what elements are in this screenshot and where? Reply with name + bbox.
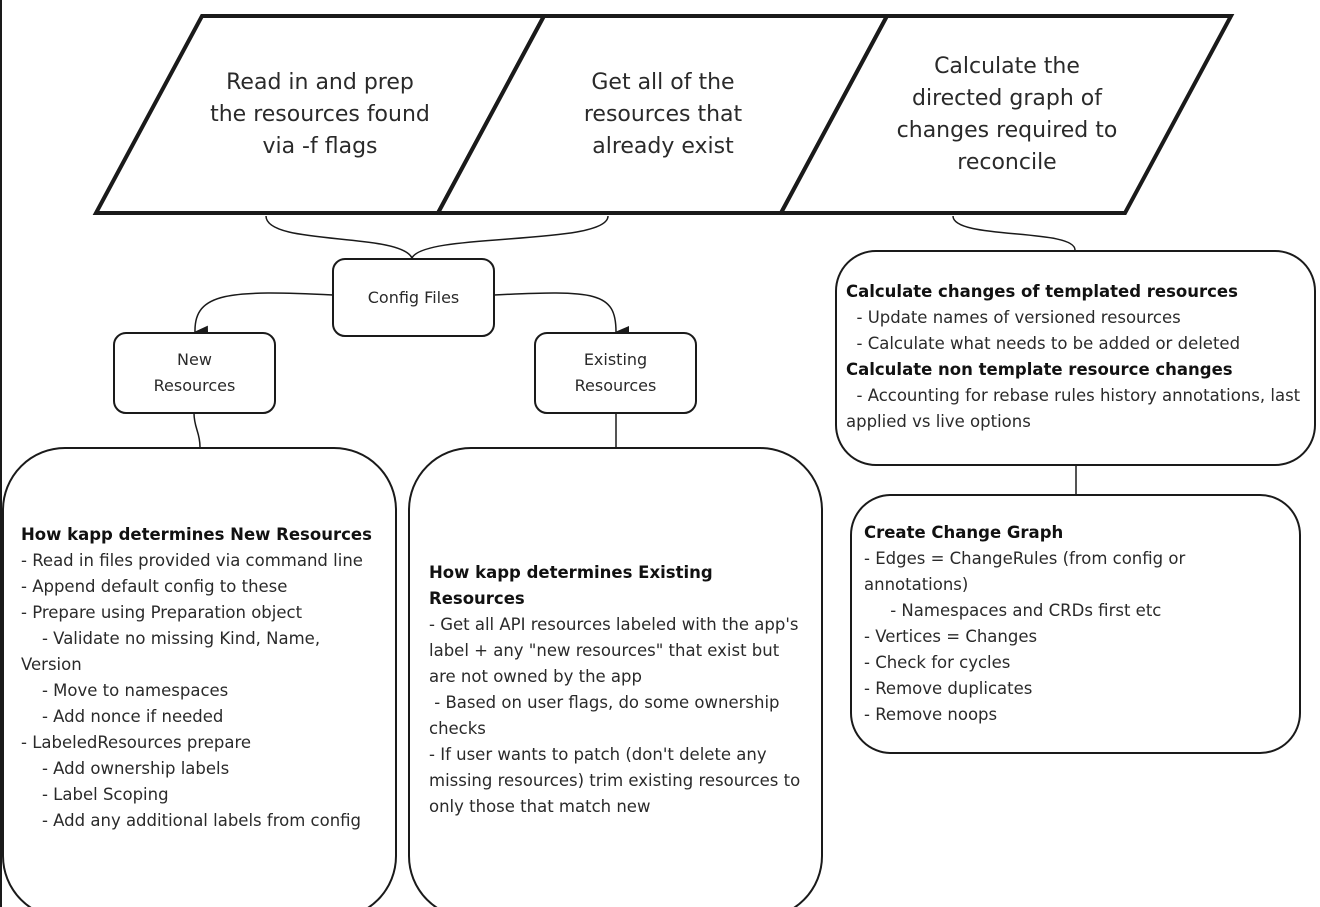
arrow-to-new-resources bbox=[194, 292, 334, 338]
existing-panel-line: - Get all API resources labeled with the… bbox=[429, 615, 804, 686]
new-panel-line: - Label Scoping bbox=[21, 785, 169, 804]
step-read-label: Read in and prep the resources found via… bbox=[180, 40, 460, 190]
calc-section-title: Calculate non template resource changes bbox=[846, 360, 1233, 379]
new-panel-line: - Append default config to these bbox=[21, 577, 288, 596]
graph-panel-title: Create Change Graph bbox=[864, 523, 1064, 542]
config-files-box[interactable] bbox=[332, 258, 495, 337]
step-graph-label: Calculate the directed graph of changes … bbox=[872, 40, 1142, 190]
step-existing-line: already exist bbox=[592, 134, 734, 159]
existing-panel-line: - If user wants to patch (don't delete a… bbox=[429, 745, 806, 816]
step-graph-line: reconcile bbox=[957, 150, 1057, 175]
graph-panel-line: - Edges = ChangeRules (from config or an… bbox=[864, 549, 1191, 594]
change-graph-panel bbox=[850, 494, 1301, 754]
config-files-label: Config Files bbox=[333, 259, 494, 336]
existing-panel-title: How kapp determines Existing Resources bbox=[429, 563, 719, 608]
existing-panel-line: - Based on user flags, do some ownership… bbox=[429, 693, 785, 738]
calc-section-title: Calculate changes of templated resources bbox=[846, 282, 1238, 301]
brace-config-connector bbox=[265, 215, 609, 260]
new-panel-line: - Add ownership labels bbox=[21, 759, 230, 778]
step-graph-line: directed graph of bbox=[912, 86, 1102, 111]
existing-panel-content: How kapp determines Existing Resources -… bbox=[429, 560, 804, 820]
arrow-to-existing-resources bbox=[493, 292, 630, 338]
calc-panel-content: Calculate changes of templated resources… bbox=[846, 279, 1301, 435]
graph-panel-line: - Namespaces and CRDs first etc bbox=[864, 601, 1162, 620]
new-resources-line: New bbox=[177, 350, 212, 369]
calc-connector bbox=[952, 215, 1076, 251]
new-panel-line: - Validate no missing Kind, Name, Versio… bbox=[21, 629, 326, 674]
calc-changes-panel bbox=[835, 250, 1316, 466]
existing-resources-line: Resources bbox=[574, 376, 657, 395]
new-panel-content: How kapp determines New Resources - Read… bbox=[21, 522, 381, 834]
step-read-line: via -f flags bbox=[262, 134, 378, 159]
new-resources-panel bbox=[2, 447, 397, 907]
new-panel-line: - Move to namespaces bbox=[21, 681, 229, 700]
calc-section-line: - Update names of versioned resources bbox=[846, 308, 1181, 327]
calc-section-line: - Calculate what needs to be added or de… bbox=[846, 334, 1241, 353]
step-read-line: Read in and prep bbox=[226, 70, 414, 95]
new-panel-connector bbox=[193, 412, 201, 448]
existing-resources-panel bbox=[408, 447, 823, 907]
new-panel-line: - LabeledResources prepare bbox=[21, 733, 252, 752]
graph-panel-content: Create Change Graph - Edges = ChangeRule… bbox=[864, 520, 1284, 728]
graph-panel-line: - Remove noops bbox=[864, 705, 998, 724]
step-graph-parallelogram[interactable] bbox=[777, 14, 1235, 215]
new-resources-label: New Resources bbox=[114, 333, 275, 413]
new-panel-line: - Add any additional labels from config bbox=[21, 811, 362, 830]
step-existing-line: resources that bbox=[583, 102, 743, 127]
existing-resources-line: Existing bbox=[583, 350, 648, 369]
new-panel-title: How kapp determines New Resources bbox=[21, 525, 372, 544]
step-existing-label: Get all of the resources that already ex… bbox=[528, 40, 798, 190]
config-files-text: Config Files bbox=[367, 287, 460, 307]
new-panel-line: - Add nonce if needed bbox=[21, 707, 224, 726]
step-read-line: the resources found bbox=[210, 102, 430, 127]
calc-section-line: - Accounting for rebase rules history an… bbox=[846, 386, 1301, 431]
new-panel-line: - Read in files provided via command lin… bbox=[21, 551, 363, 570]
new-panel-line: - Prepare using Preparation object bbox=[21, 603, 303, 622]
graph-panel-line: - Remove duplicates bbox=[864, 679, 1033, 698]
graph-panel-line: - Vertices = Changes bbox=[864, 627, 1038, 646]
step-graph-line: changes required to bbox=[896, 118, 1118, 143]
existing-resources-label: Existing Resources bbox=[535, 333, 696, 413]
graph-panel-line: - Check for cycles bbox=[864, 653, 1011, 672]
step-existing-line: Get all of the bbox=[591, 70, 735, 95]
step-graph-line: Calculate the bbox=[934, 54, 1080, 79]
new-resources-line: Resources bbox=[153, 376, 236, 395]
